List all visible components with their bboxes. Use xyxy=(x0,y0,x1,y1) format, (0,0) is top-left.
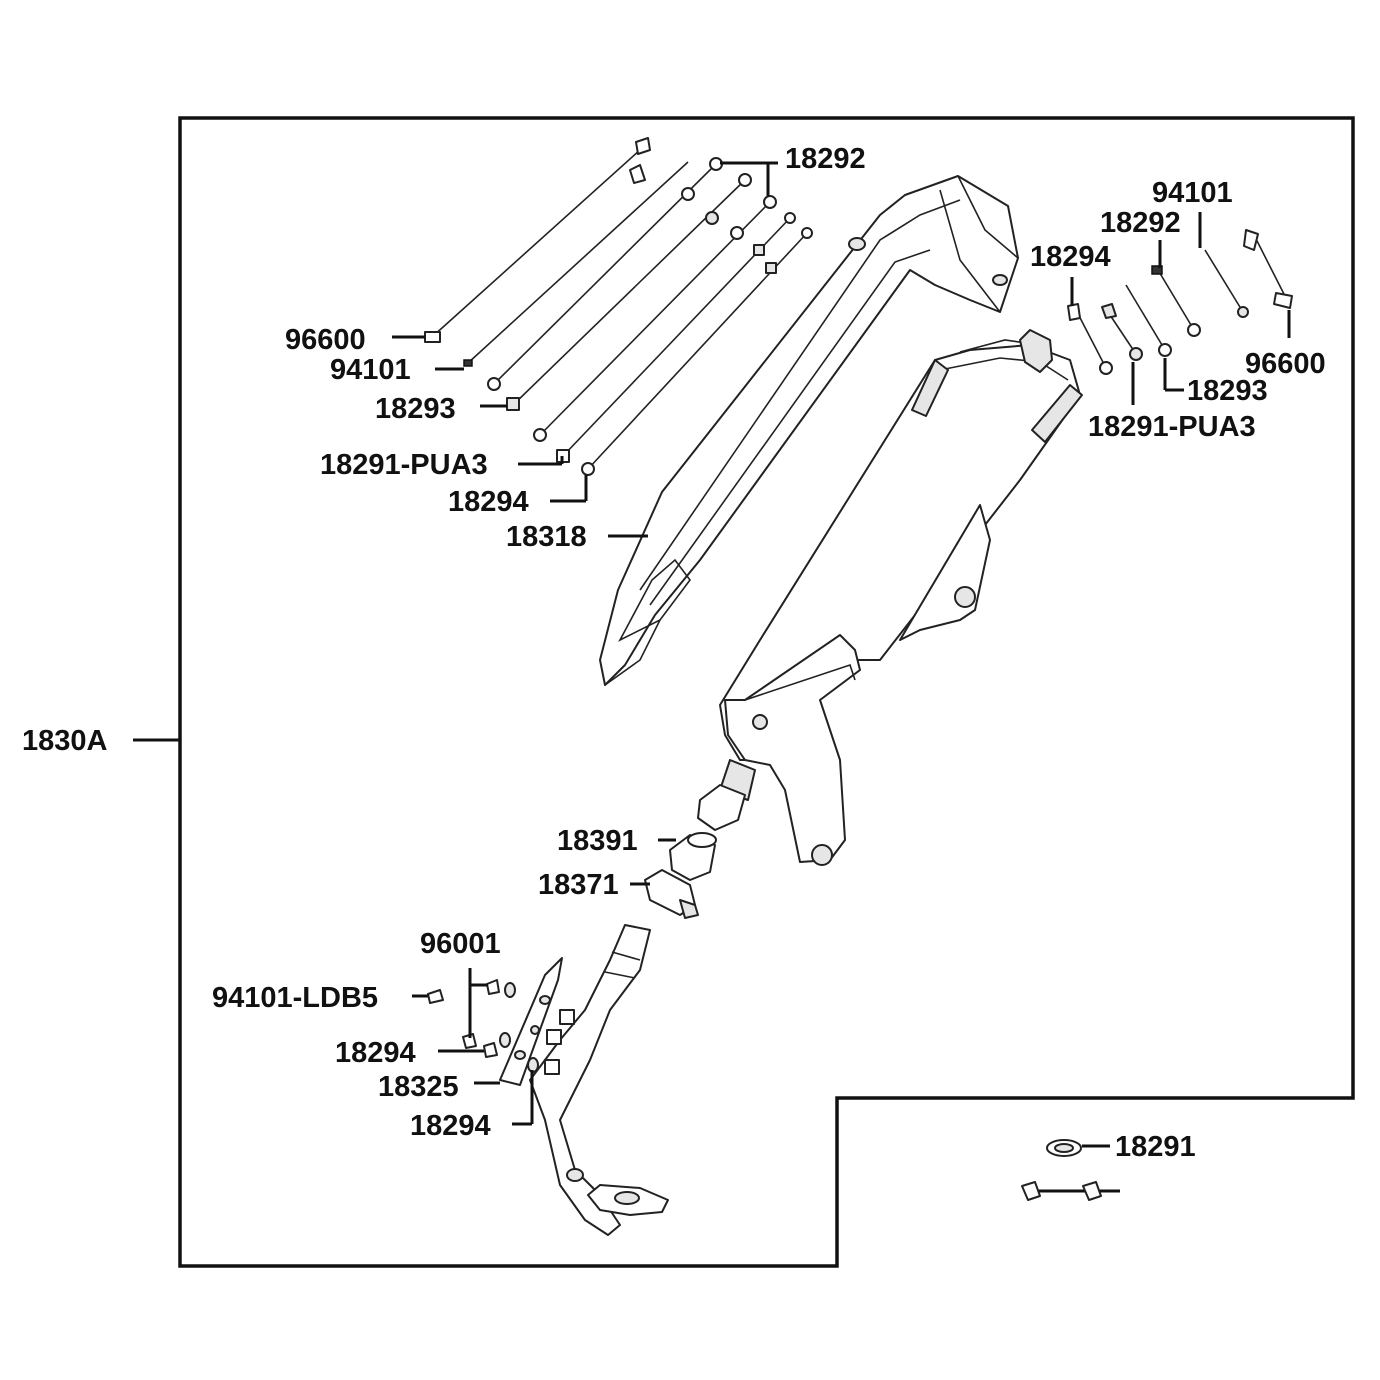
tr-18293-label: 18293 xyxy=(1187,375,1268,407)
bottom-left-fasteners xyxy=(427,979,500,1058)
bl-18294-a-label: 18294 xyxy=(335,1037,416,1069)
gasket-18391-label: 18391 xyxy=(557,825,638,857)
tl-18293-label: 18293 xyxy=(375,393,456,425)
tr-18291-pua3-label: 18291-PUA3 xyxy=(1088,411,1256,443)
bl-94101-ldb5-label: 94101-LDB5 xyxy=(212,982,378,1014)
gasket-18391-part xyxy=(669,832,717,881)
exhaust-pipe-part xyxy=(529,924,669,1236)
flange-plate-18325-part xyxy=(499,957,563,1086)
band-18371-label: 18371 xyxy=(538,869,619,901)
tl-18294-label: 18294 xyxy=(448,486,529,518)
bl-18294-b-label: 18294 xyxy=(410,1110,491,1142)
heat-shield-label: 18318 xyxy=(506,521,587,553)
tr-18294-label: 18294 xyxy=(1030,241,1111,273)
bl-18325-label: 18325 xyxy=(378,1071,459,1103)
band-18371-part xyxy=(644,869,699,919)
loose-bolts-part xyxy=(1021,1181,1120,1201)
tr-96600-label: 96600 xyxy=(1245,348,1326,380)
bl-96001-label: 96001 xyxy=(420,928,501,960)
tl-96600-label: 96600 xyxy=(285,324,366,356)
tr-18292-label: 18292 xyxy=(1100,207,1181,239)
heat-shield-part xyxy=(599,175,1019,686)
tr-94101-label: 94101 xyxy=(1152,177,1233,209)
assembly-label: 1830A xyxy=(22,725,108,757)
top-right-fasteners xyxy=(1067,229,1293,375)
assembly-boundary xyxy=(178,116,1355,1268)
loose-gasket-18291-part xyxy=(1046,1139,1082,1157)
loose-18291-label: 18291 xyxy=(1115,1131,1196,1163)
tl-18292-label: 18292 xyxy=(785,143,866,175)
tl-18291-pua3-label: 18291-PUA3 xyxy=(320,449,488,481)
muffler-part xyxy=(697,329,1083,866)
tl-94101-label: 94101 xyxy=(330,354,411,386)
